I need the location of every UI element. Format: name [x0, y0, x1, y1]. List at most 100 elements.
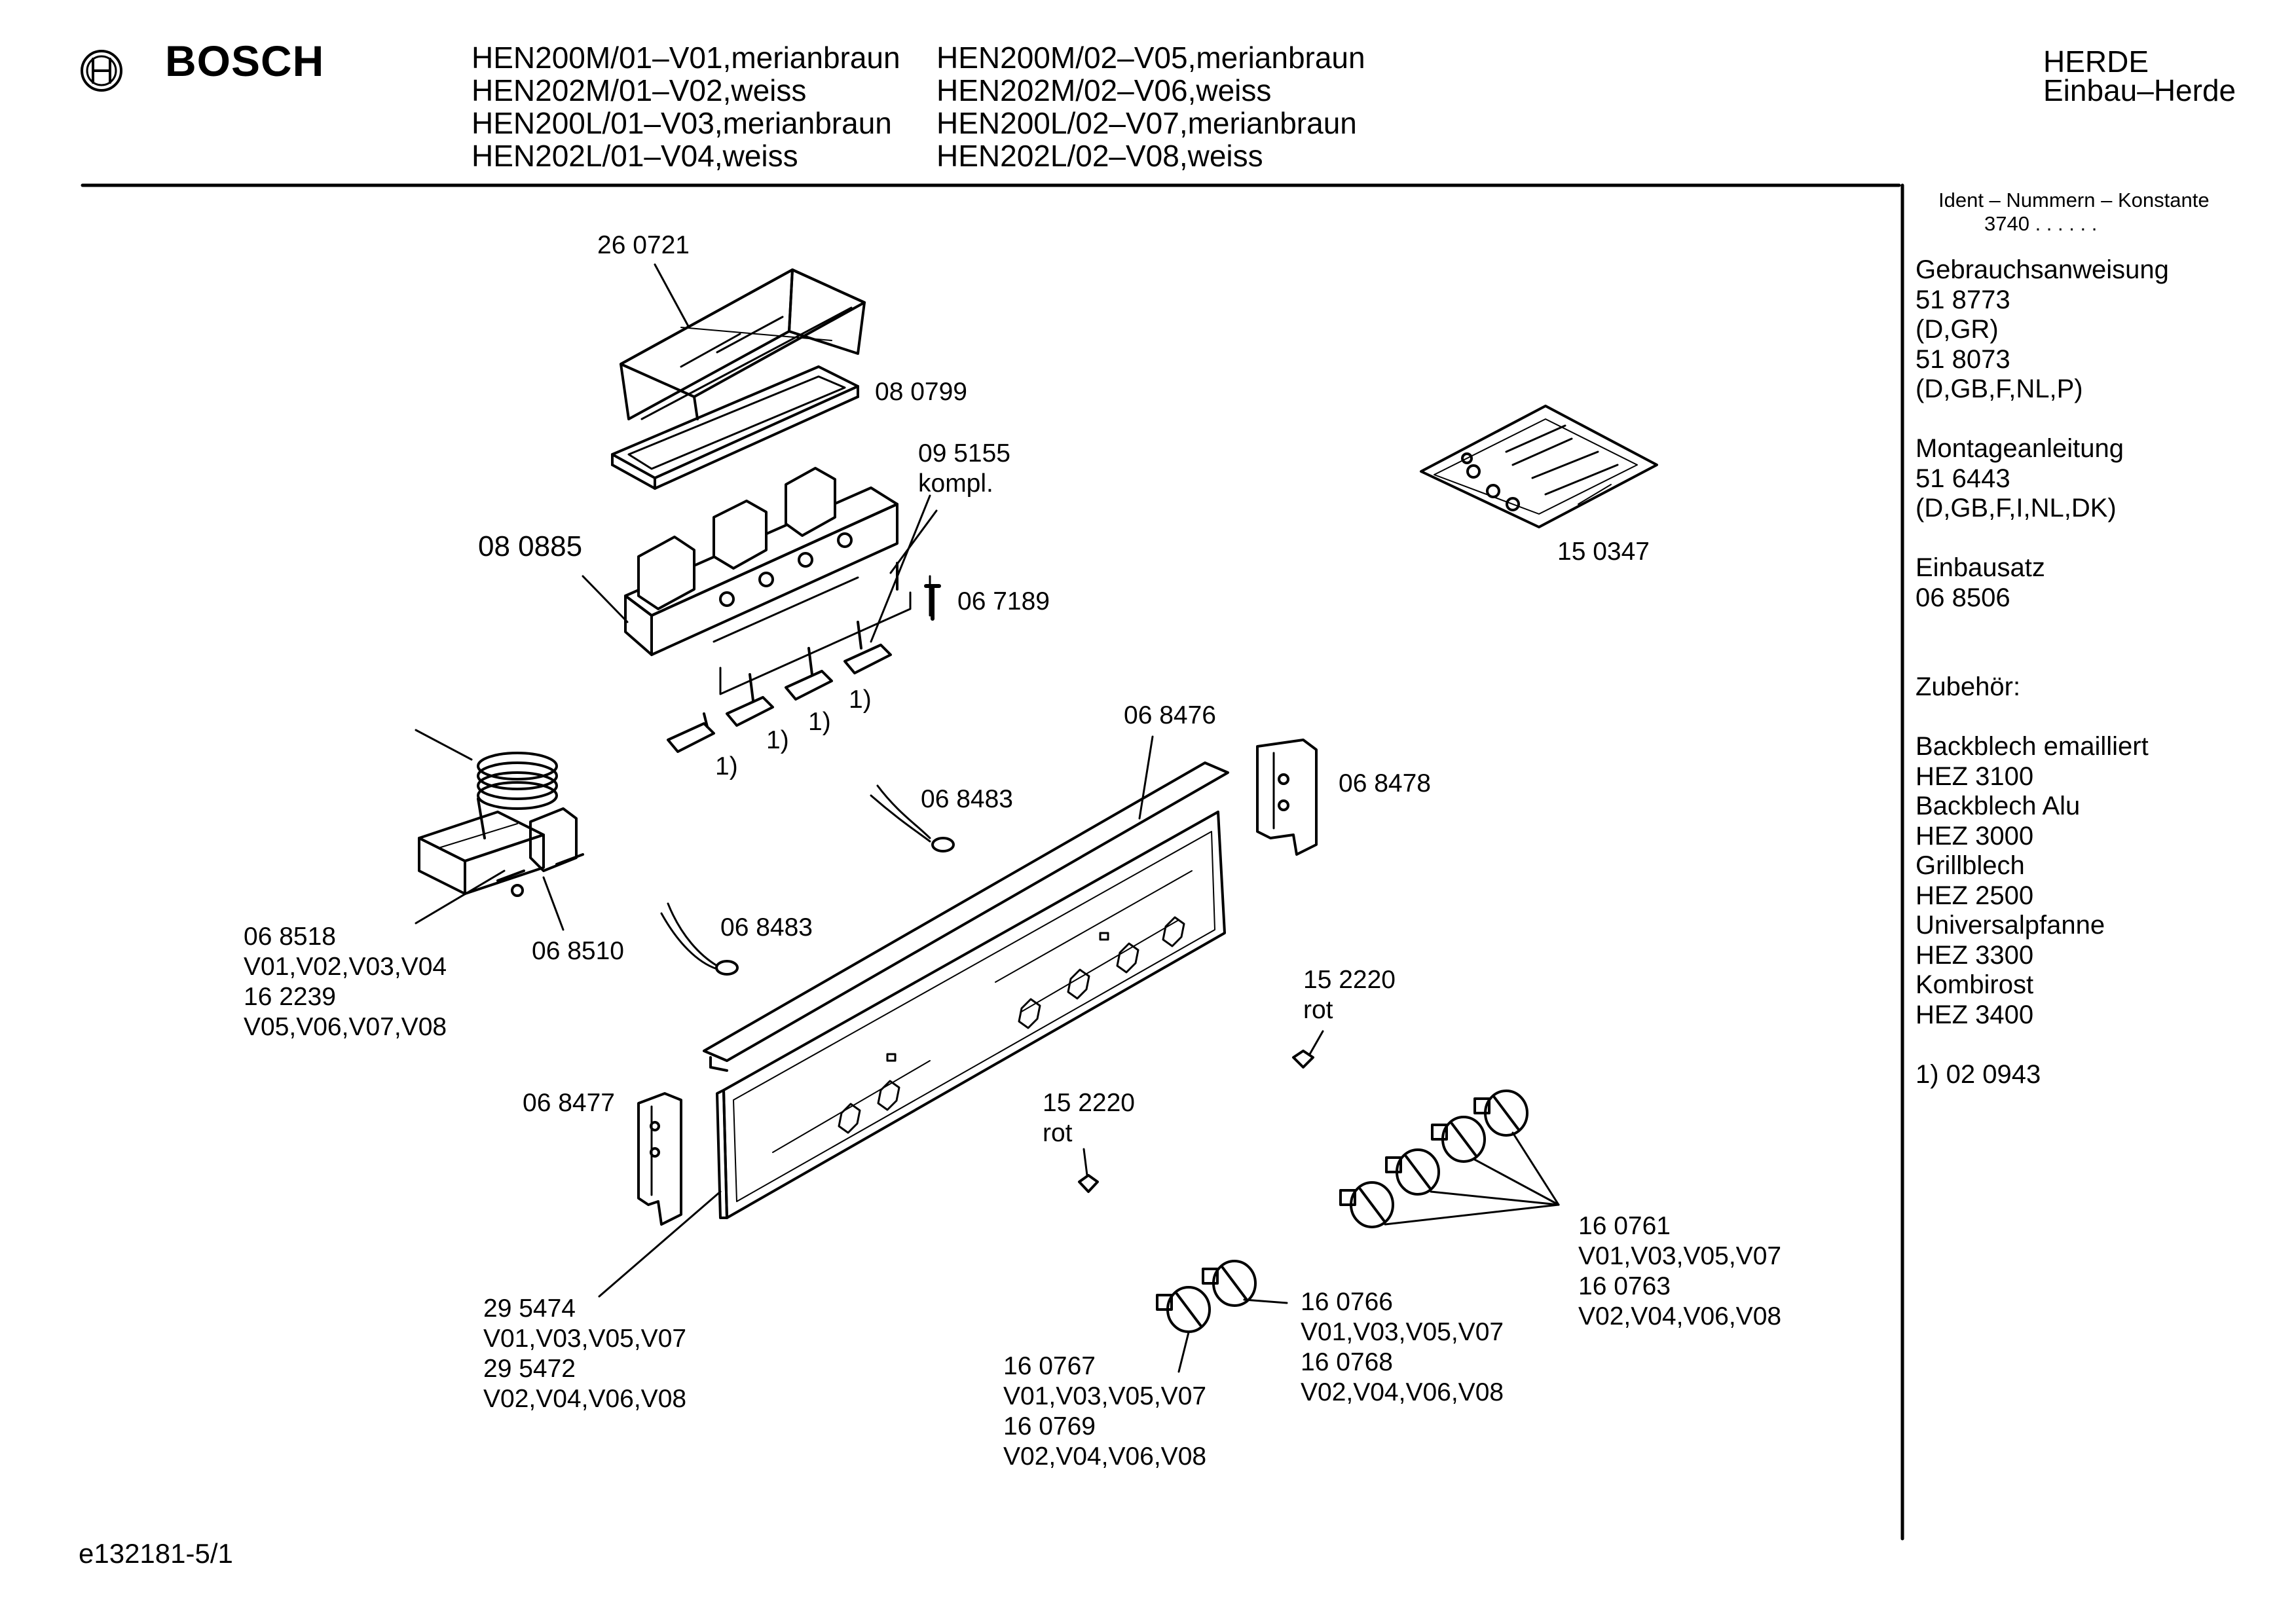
- label-160767: 16 0767: [1003, 1352, 1096, 1380]
- label-068478: 06 8478: [1339, 769, 1431, 797]
- leader-068510: [542, 876, 565, 931]
- label-160766-variants: V01,V03,V05,V07: [1301, 1318, 1504, 1346]
- bracket-068478-shape: [1256, 739, 1318, 856]
- category-title: HERDE: [2043, 45, 2149, 79]
- side-panel-line: (D,GR): [1916, 315, 1999, 344]
- side-panel-line: Gebrauchsanweisung: [1916, 255, 2169, 284]
- brand-name: BOSCH: [165, 37, 325, 85]
- side-panel-line: 51 8773: [1916, 285, 2010, 314]
- side-panel-line: Backblech emailliert: [1916, 732, 2149, 761]
- frame-080799-shape: [611, 365, 859, 490]
- trim-strip-068476-shape: [703, 761, 1229, 1072]
- side-panel-line: HEZ 2500: [1916, 881, 2034, 910]
- side-panel-line: HEZ 3400: [1916, 1000, 2034, 1029]
- label-068518-variants: V01,V02,V03,V04: [244, 953, 447, 981]
- panel-knob-holes: [838, 916, 1185, 1134]
- indicator-152220-right-shape: [1292, 1030, 1324, 1069]
- label-160769-variants: V02,V04,V06,V08: [1003, 1442, 1207, 1471]
- label-160761: 16 0761: [1578, 1212, 1671, 1240]
- side-panel-line: HEZ 3300: [1916, 940, 2034, 970]
- label-160761-variants: V01,V03,V05,V07: [1578, 1242, 1782, 1270]
- leader-295474: [598, 1190, 722, 1298]
- label-160767-variants: V01,V03,V05,V07: [1003, 1382, 1207, 1410]
- side-panel-line: Zubehör:: [1916, 672, 2021, 701]
- side-panel-line: Einbausatz: [1916, 553, 2045, 582]
- bosch-logo-icon: [81, 50, 122, 92]
- label-162239: 16 2239: [244, 983, 336, 1011]
- label-260721: 26 0721: [597, 231, 690, 259]
- model-item: HEN200M/02–V05,merianbraun: [936, 41, 1365, 75]
- label-rot-center: rot: [1043, 1119, 1073, 1147]
- thermostat-068518-shape: [415, 729, 584, 897]
- label-160768: 16 0768: [1301, 1348, 1393, 1376]
- side-panel-line: HEZ 3000: [1916, 821, 2034, 851]
- document-id: e132181-5/1: [79, 1538, 233, 1569]
- label-095155: 09 5155: [918, 439, 1010, 467]
- tray-260721-shape: [620, 268, 866, 420]
- side-panel-line: Backblech Alu: [1916, 792, 2081, 820]
- knob-160761-group: [1339, 1090, 1560, 1228]
- indicator-152220-center-shape: [1078, 1148, 1099, 1193]
- leader-068476: [1138, 735, 1154, 820]
- label-068518: 06 8518: [244, 923, 336, 951]
- model-item: HEN202L/01–V04,weiss: [472, 139, 798, 173]
- label-295472: 29 5472: [483, 1355, 576, 1383]
- leader-068518: [415, 870, 506, 925]
- note-1-c: 1): [766, 726, 789, 754]
- knob-160766-shape: [1202, 1260, 1257, 1307]
- model-item: HEN202M/01–V02,weiss: [472, 73, 807, 107]
- side-panel-line: HEZ 3100: [1916, 761, 2034, 791]
- side-panel-line: 06 8506: [1916, 583, 2010, 612]
- label-rot-right: rot: [1303, 996, 1333, 1024]
- switch-block-080885-shape: [624, 467, 898, 656]
- note-1-d: 1): [715, 752, 738, 780]
- label-162239-variants: V05,V06,V07,V08: [244, 1013, 447, 1041]
- side-panel-line: (D,GB,F,I,NL,DK): [1916, 494, 2117, 522]
- label-295474: 29 5474: [483, 1294, 576, 1323]
- model-item: HEN202L/02–V08,weiss: [936, 139, 1263, 173]
- label-160766: 16 0766: [1301, 1288, 1393, 1316]
- label-068483-upper: 06 8483: [921, 785, 1013, 813]
- side-panel-line: 51 8073: [1916, 344, 2010, 374]
- side-panel-line: Montageanleitung: [1916, 434, 2124, 463]
- screw-067189-shape: [924, 584, 941, 621]
- label-160763: 16 0763: [1578, 1272, 1671, 1300]
- label-160768-variants: V02,V04,V06,V08: [1301, 1378, 1504, 1406]
- note-1-a: 1): [849, 686, 872, 714]
- model-item: HEN200M/01–V01,merianbraun: [472, 41, 900, 75]
- side-panel-line: 1) 02 0943: [1916, 1059, 2041, 1089]
- knob-160767-shape: [1156, 1286, 1211, 1333]
- label-068483-lower: 06 8483: [720, 913, 813, 942]
- side-panel-line: Universalpfanne: [1916, 911, 2105, 940]
- model-item: HEN202M/02–V06,weiss: [936, 73, 1272, 107]
- label-068476: 06 8476: [1124, 701, 1216, 729]
- lamp-068483-lower-shape: [660, 902, 739, 976]
- side-panel-line: Grillblech: [1916, 851, 2025, 880]
- ident-title: Ident – Nummern – Konstante: [1938, 189, 2210, 211]
- label-152220-center: 15 2220: [1043, 1089, 1135, 1117]
- lamp-068483-upper-shape: [870, 784, 955, 852]
- label-080799: 08 0799: [875, 378, 967, 406]
- category-subtitle: Einbau–Herde: [2043, 73, 2236, 107]
- bracket-068477-shape: [637, 1092, 682, 1226]
- label-160763-variants: V02,V04,V06,V08: [1578, 1302, 1782, 1330]
- leader-160766: [1243, 1298, 1288, 1304]
- label-295474-variants: V01,V03,V05,V07: [483, 1325, 687, 1353]
- side-panel-line: 51 6443: [1916, 464, 2010, 493]
- note-1-b: 1): [808, 708, 831, 736]
- model-item: HEN200L/02–V07,merianbraun: [936, 106, 1357, 140]
- leader-160767: [1177, 1331, 1190, 1373]
- label-068510: 06 8510: [532, 937, 624, 965]
- label-152220-right: 15 2220: [1303, 966, 1396, 994]
- label-068477: 06 8477: [523, 1089, 615, 1117]
- model-item: HEN200L/01–V03,merianbraun: [472, 106, 892, 140]
- leader-095155-b: [889, 509, 938, 574]
- microswitches-shape: [667, 621, 892, 753]
- label-160769: 16 0769: [1003, 1412, 1096, 1440]
- label-295472-variants: V02,V04,V06,V08: [483, 1385, 687, 1413]
- bracket-080885: [719, 591, 912, 695]
- control-panel-295474-shape: [716, 811, 1226, 1219]
- bag-150347-shape: [1420, 405, 1658, 528]
